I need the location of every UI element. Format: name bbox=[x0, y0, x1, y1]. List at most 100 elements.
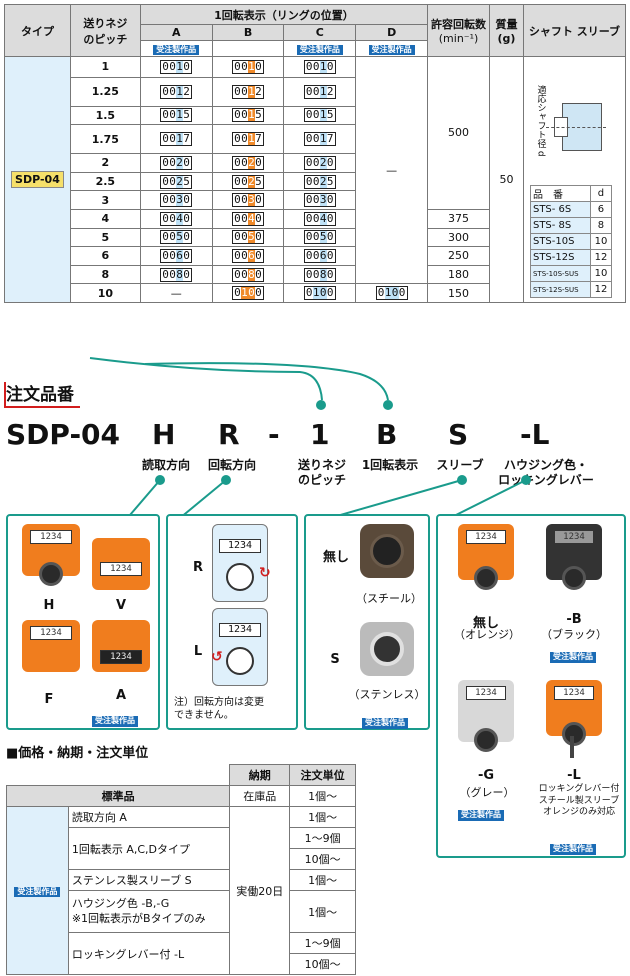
pitch-cell: 5 bbox=[69, 227, 141, 248]
ring-display: 0015 bbox=[160, 108, 193, 123]
connector-dot bbox=[383, 400, 393, 410]
ring-display: 0020 bbox=[160, 155, 193, 170]
housing-gray-image: 1234 bbox=[458, 680, 514, 752]
label-display: 1回転表示 bbox=[361, 458, 419, 472]
label-housing-none: 無し bbox=[472, 616, 499, 631]
price-header-unit: 注文単位 bbox=[289, 764, 356, 786]
label-l: L bbox=[193, 644, 203, 659]
price-item-unit: 10個～ bbox=[289, 848, 356, 870]
label-pitch: 送りネジ のピッチ bbox=[297, 458, 346, 487]
ring-display: 0100 bbox=[232, 286, 265, 301]
indicator-v-image: 1234 bbox=[92, 538, 150, 590]
ring-display: 0017 bbox=[160, 132, 193, 147]
pitch-cell: 1.75 bbox=[69, 124, 141, 155]
caption-black: （ブラック） bbox=[541, 628, 607, 641]
label-v: V bbox=[115, 598, 127, 613]
ring-display: 0020 bbox=[303, 155, 336, 170]
label-sleeve-s: S bbox=[330, 652, 340, 667]
label-rotation-direction: 回転方向 bbox=[207, 458, 256, 472]
empty-dash: — bbox=[170, 286, 182, 300]
mass-cell: 50 bbox=[489, 56, 524, 303]
label-housing-b: -B bbox=[566, 612, 582, 627]
made-to-order-badge: 受注製作品 bbox=[153, 44, 200, 56]
made-to-order-badge: 受注製作品 bbox=[368, 44, 415, 56]
rpm-cell: 150 bbox=[427, 283, 491, 303]
label-f: F bbox=[44, 692, 54, 707]
header-shaft: シャフト スリーブ bbox=[522, 4, 627, 57]
label-housing-g: -G bbox=[477, 768, 495, 783]
made-to-order-badge: 受注製作品 bbox=[458, 810, 504, 821]
pitch-cell: 3 bbox=[69, 190, 141, 210]
header-mass: 質量(g) bbox=[489, 4, 524, 57]
spec-row: 1.75 0017 0017 0017 bbox=[5, 124, 626, 155]
price-item-name: ステンレス製スリーブ S bbox=[67, 869, 231, 891]
indicator-a-image: 1234 bbox=[92, 620, 150, 672]
price-item-unit: 1個～ bbox=[289, 890, 356, 933]
caption-gray: （グレー） bbox=[459, 786, 515, 799]
ring-display: 0050 bbox=[303, 230, 336, 245]
sleeve-steel-image bbox=[360, 524, 414, 578]
rpm-cell: 180 bbox=[427, 264, 491, 285]
ring-display: 0012 bbox=[160, 84, 193, 99]
order-code-series: SDP-04 bbox=[6, 418, 121, 451]
price-mto-badge: 受注製作品 bbox=[14, 886, 61, 898]
header-display: 1回転表示（リングの位置） bbox=[139, 4, 429, 25]
indicator-f-image: 1234 bbox=[22, 620, 80, 672]
header-pitch: 送りネジ のピッチ bbox=[69, 4, 141, 57]
ring-display: 0030 bbox=[160, 193, 193, 208]
spec-row: 8 0080 0080 0080 180 bbox=[5, 264, 626, 285]
ring-display: 0080 bbox=[232, 267, 265, 282]
rpm-cell: 375 bbox=[427, 208, 491, 229]
price-item-unit: 1～9個 bbox=[289, 932, 356, 954]
ring-display: 0060 bbox=[303, 248, 336, 263]
pitch-cell: 1.25 bbox=[69, 76, 141, 107]
pitch-cell: 1.5 bbox=[69, 105, 141, 126]
price-item-unit: 10個～ bbox=[289, 953, 356, 975]
pitch-cell: 6 bbox=[69, 246, 141, 266]
ring-display: 0050 bbox=[232, 230, 265, 245]
ring-display: 0080 bbox=[303, 267, 336, 282]
ring-display: 0017 bbox=[303, 132, 336, 147]
rpm-cell: 300 bbox=[427, 227, 491, 248]
housing-orange-image: 1234 bbox=[458, 524, 514, 590]
order-code-b: B bbox=[376, 418, 398, 451]
pitch-cell: 2.5 bbox=[69, 171, 141, 192]
ring-display: 0080 bbox=[160, 267, 193, 282]
pitch-cell: 8 bbox=[69, 264, 141, 285]
label-housing-l: -L bbox=[567, 768, 581, 783]
rotation-r-image: 1234 ↻ bbox=[212, 524, 271, 602]
lever-icon bbox=[570, 736, 574, 758]
caption-orange: （オレンジ） bbox=[454, 628, 520, 641]
price-item-unit: 1～9個 bbox=[289, 827, 356, 849]
price-standard-unit: 1個～ bbox=[289, 785, 356, 807]
ring-display: 0030 bbox=[232, 193, 265, 208]
caption-lever: ロッキングレバー付 スチール製スリーブ オレンジのみ対応 bbox=[538, 784, 620, 818]
ring-display: 0010 bbox=[232, 59, 265, 74]
option-read-direction: 1234 H 1234 V 1234 F 1234 A 受注製作品 bbox=[6, 514, 160, 730]
price-item-unit: 1個～ bbox=[289, 806, 356, 828]
rotation-note: 注）回転方向は変更 できません。 bbox=[174, 697, 264, 721]
header-col-c: C bbox=[283, 24, 357, 41]
made-to-order-badge: 受注製作品 bbox=[550, 652, 596, 663]
made-to-order-badge: 受注製作品 bbox=[92, 716, 138, 727]
option-sleeve: 無し （スチール） S （ステンレス） 受注製作品 bbox=[304, 514, 430, 730]
ring-display: 0060 bbox=[160, 248, 193, 263]
ring-display: 0020 bbox=[232, 155, 265, 170]
ring-display: 0017 bbox=[232, 132, 265, 147]
caption-stainless: （ステンレス） bbox=[348, 688, 426, 701]
price-standard: 標準品 bbox=[5, 785, 231, 807]
header-col-d: D bbox=[355, 24, 429, 41]
made-to-order-badge: 受注製作品 bbox=[362, 718, 408, 729]
price-table: 納期 注文単位 標準品 在庫品 1個～ 受注製作品 読取方向 A 実働20日 1… bbox=[5, 764, 356, 975]
housing-lever-image: 1234 bbox=[546, 680, 602, 746]
header-type: タイプ bbox=[4, 4, 71, 57]
ring-display: 0100 bbox=[375, 286, 408, 301]
